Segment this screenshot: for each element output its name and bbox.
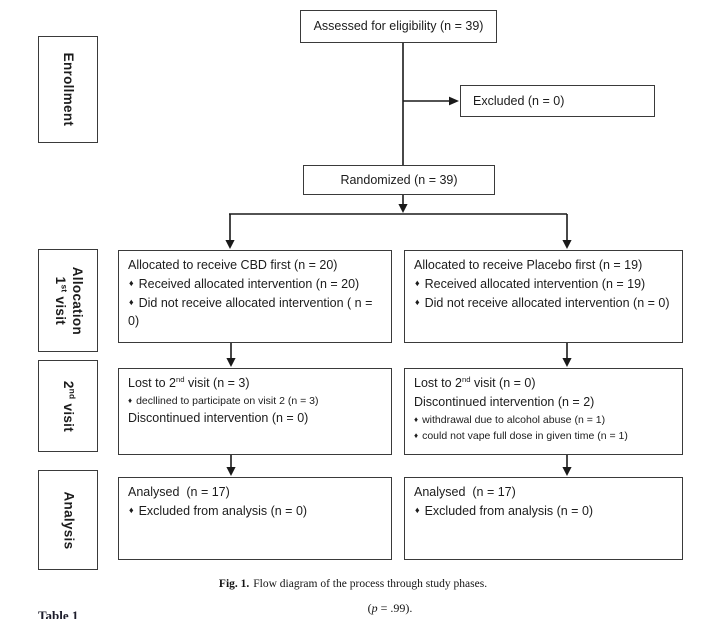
cbd-lost-bullet-1: ♦decllined to participate on visit 2 (n … bbox=[128, 394, 319, 407]
diamond-bullet-icon: ♦ bbox=[128, 395, 133, 405]
cbd-allocation-bullet-1: ♦Received allocated intervention (n = 20… bbox=[129, 276, 360, 291]
figure-caption-label: Fig. 1. bbox=[218, 578, 250, 590]
placebo-lost-line: Lost to 2nd visit (n = 0) bbox=[414, 374, 536, 390]
cbd-analysis-box: Analysed (n = 17) ♦Excluded from analysi… bbox=[118, 477, 392, 560]
stage-second-visit: 2nd visit bbox=[38, 360, 98, 452]
cbd-analysed-title: Analysed (n = 17) bbox=[128, 485, 230, 499]
stage-enrollment-label: Enrollment bbox=[61, 52, 77, 127]
cbd-analysed-bullet-1: ♦Excluded from analysis (n = 0) bbox=[129, 503, 308, 518]
cbd-allocation-title: Allocated to receive CBD first (n = 20) bbox=[128, 258, 338, 272]
excluded-box: Excluded (n = 0) bbox=[460, 85, 655, 117]
placebo-analysed-bullet-1: ♦Excluded from analysis (n = 0) bbox=[415, 503, 594, 518]
figure-caption: Fig. 1.Flow diagram of the process throu… bbox=[0, 578, 706, 590]
assessed-box: Assessed for eligibility (n = 39) bbox=[300, 10, 497, 43]
diamond-bullet-icon: ♦ bbox=[415, 297, 420, 307]
diamond-bullet-icon: ♦ bbox=[129, 278, 134, 289]
placebo-allocation-bullet-2: ♦Did not receive allocated intervention … bbox=[415, 295, 670, 310]
cbd-lost-line: Lost to 2nd visit (n = 3) bbox=[128, 374, 250, 390]
p-value-note: (p = .99). bbox=[367, 601, 413, 615]
cbd-discontinued-line: Discontinued intervention (n = 0) bbox=[128, 410, 309, 425]
placebo-allocation-bullet-1: ♦Received allocated intervention (n = 19… bbox=[415, 276, 646, 291]
randomized-box: Randomized (n = 39) bbox=[303, 165, 495, 195]
diamond-bullet-icon: ♦ bbox=[415, 505, 420, 516]
diamond-bullet-icon: ♦ bbox=[414, 430, 419, 440]
placebo-second-visit-box: Lost to 2nd visit (n = 0) Discontinued i… bbox=[404, 368, 683, 455]
placebo-allocation-box: Allocated to receive Placebo first (n = … bbox=[404, 250, 683, 343]
stage-second-visit-label: 2nd visit bbox=[61, 380, 78, 432]
stage-analysis-label: Analysis bbox=[61, 491, 77, 549]
stage-analysis: Analysis bbox=[38, 470, 98, 570]
placebo-discontinued-bullet-2: ♦could not vape full dose in given time … bbox=[414, 429, 628, 442]
placebo-allocation-title: Allocated to receive Placebo first (n = … bbox=[414, 258, 643, 272]
randomized-text: Randomized (n = 39) bbox=[340, 172, 458, 187]
placebo-analysis-box: Analysed (n = 17) ♦Excluded from analysi… bbox=[404, 477, 683, 560]
stage-enrollment: Enrollment bbox=[38, 36, 98, 143]
placebo-analysed-title: Analysed (n = 17) bbox=[414, 485, 516, 499]
assessed-text: Assessed for eligibility (n = 39) bbox=[313, 19, 484, 34]
diamond-bullet-icon: ♦ bbox=[129, 297, 134, 307]
diamond-bullet-icon: ♦ bbox=[414, 414, 419, 424]
cbd-second-visit-box: Lost to 2nd visit (n = 3) ♦decllined to … bbox=[118, 368, 392, 455]
placebo-discontinued-line: Discontinued intervention (n = 2) bbox=[414, 394, 595, 409]
cbd-allocation-box: Allocated to receive CBD first (n = 20) … bbox=[118, 250, 392, 343]
stage-allocation: Allocation 1st visit bbox=[38, 249, 98, 352]
excluded-text: Excluded (n = 0) bbox=[473, 93, 565, 108]
diamond-bullet-icon: ♦ bbox=[415, 278, 420, 289]
diamond-bullet-icon: ♦ bbox=[129, 505, 134, 516]
figure-caption-text: Flow diagram of the process through stud… bbox=[253, 578, 488, 590]
stage-allocation-label: Allocation 1st visit bbox=[53, 266, 85, 335]
placebo-discontinued-bullet-1: ♦withdrawal due to alcohol abuse (n = 1) bbox=[414, 413, 606, 426]
table-1-heading: Table 1 bbox=[38, 608, 79, 619]
cbd-allocation-bullet-2: ♦Did not receive allocated intervention … bbox=[128, 295, 376, 329]
